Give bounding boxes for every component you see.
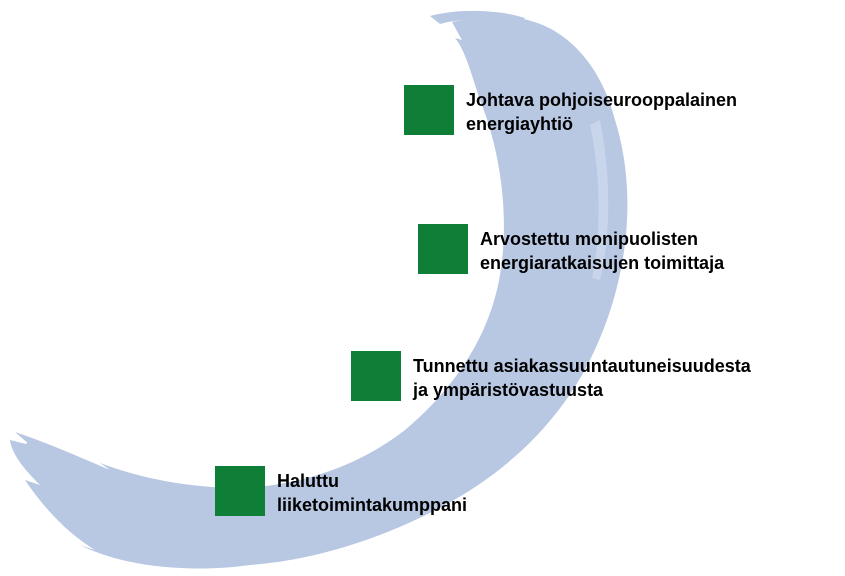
list-item: Arvostettu monipuolisten energiaratkaisu… — [418, 224, 845, 275]
item-label-line: Johtava pohjoiseurooppalainen — [466, 90, 738, 110]
green-square-icon — [404, 85, 454, 135]
item-label: Tunnettu asiakassuuntautuneisuudesta ja … — [413, 354, 803, 402]
item-label-line: Tunnettu asiakassuuntautuneisuudesta — [413, 356, 751, 376]
green-square-icon — [351, 351, 401, 401]
list-item: Johtava pohjoiseurooppalainen energiayht… — [404, 85, 845, 136]
item-label-line: ja ympäristövastuusta — [413, 380, 604, 400]
item-label: Johtava pohjoiseurooppalainen energiayht… — [466, 88, 845, 136]
item-label: Arvostettu monipuolisten energiaratkaisu… — [480, 227, 845, 275]
item-label-line: Arvostettu monipuolisten — [480, 229, 699, 249]
item-label-line: energiayhtiö — [466, 114, 574, 134]
item-label: Haluttu liiketoimintakumppani — [277, 469, 667, 517]
list-item: Haluttu liiketoimintakumppani — [215, 466, 667, 517]
item-label-line: liiketoimintakumppani — [277, 495, 468, 515]
item-label-line: energiaratkaisujen toimittaja — [480, 253, 725, 273]
item-label-line: Haluttu — [277, 471, 339, 491]
green-square-icon — [215, 466, 265, 516]
list-item: Tunnettu asiakassuuntautuneisuudesta ja … — [351, 351, 803, 402]
green-square-icon — [418, 224, 468, 274]
